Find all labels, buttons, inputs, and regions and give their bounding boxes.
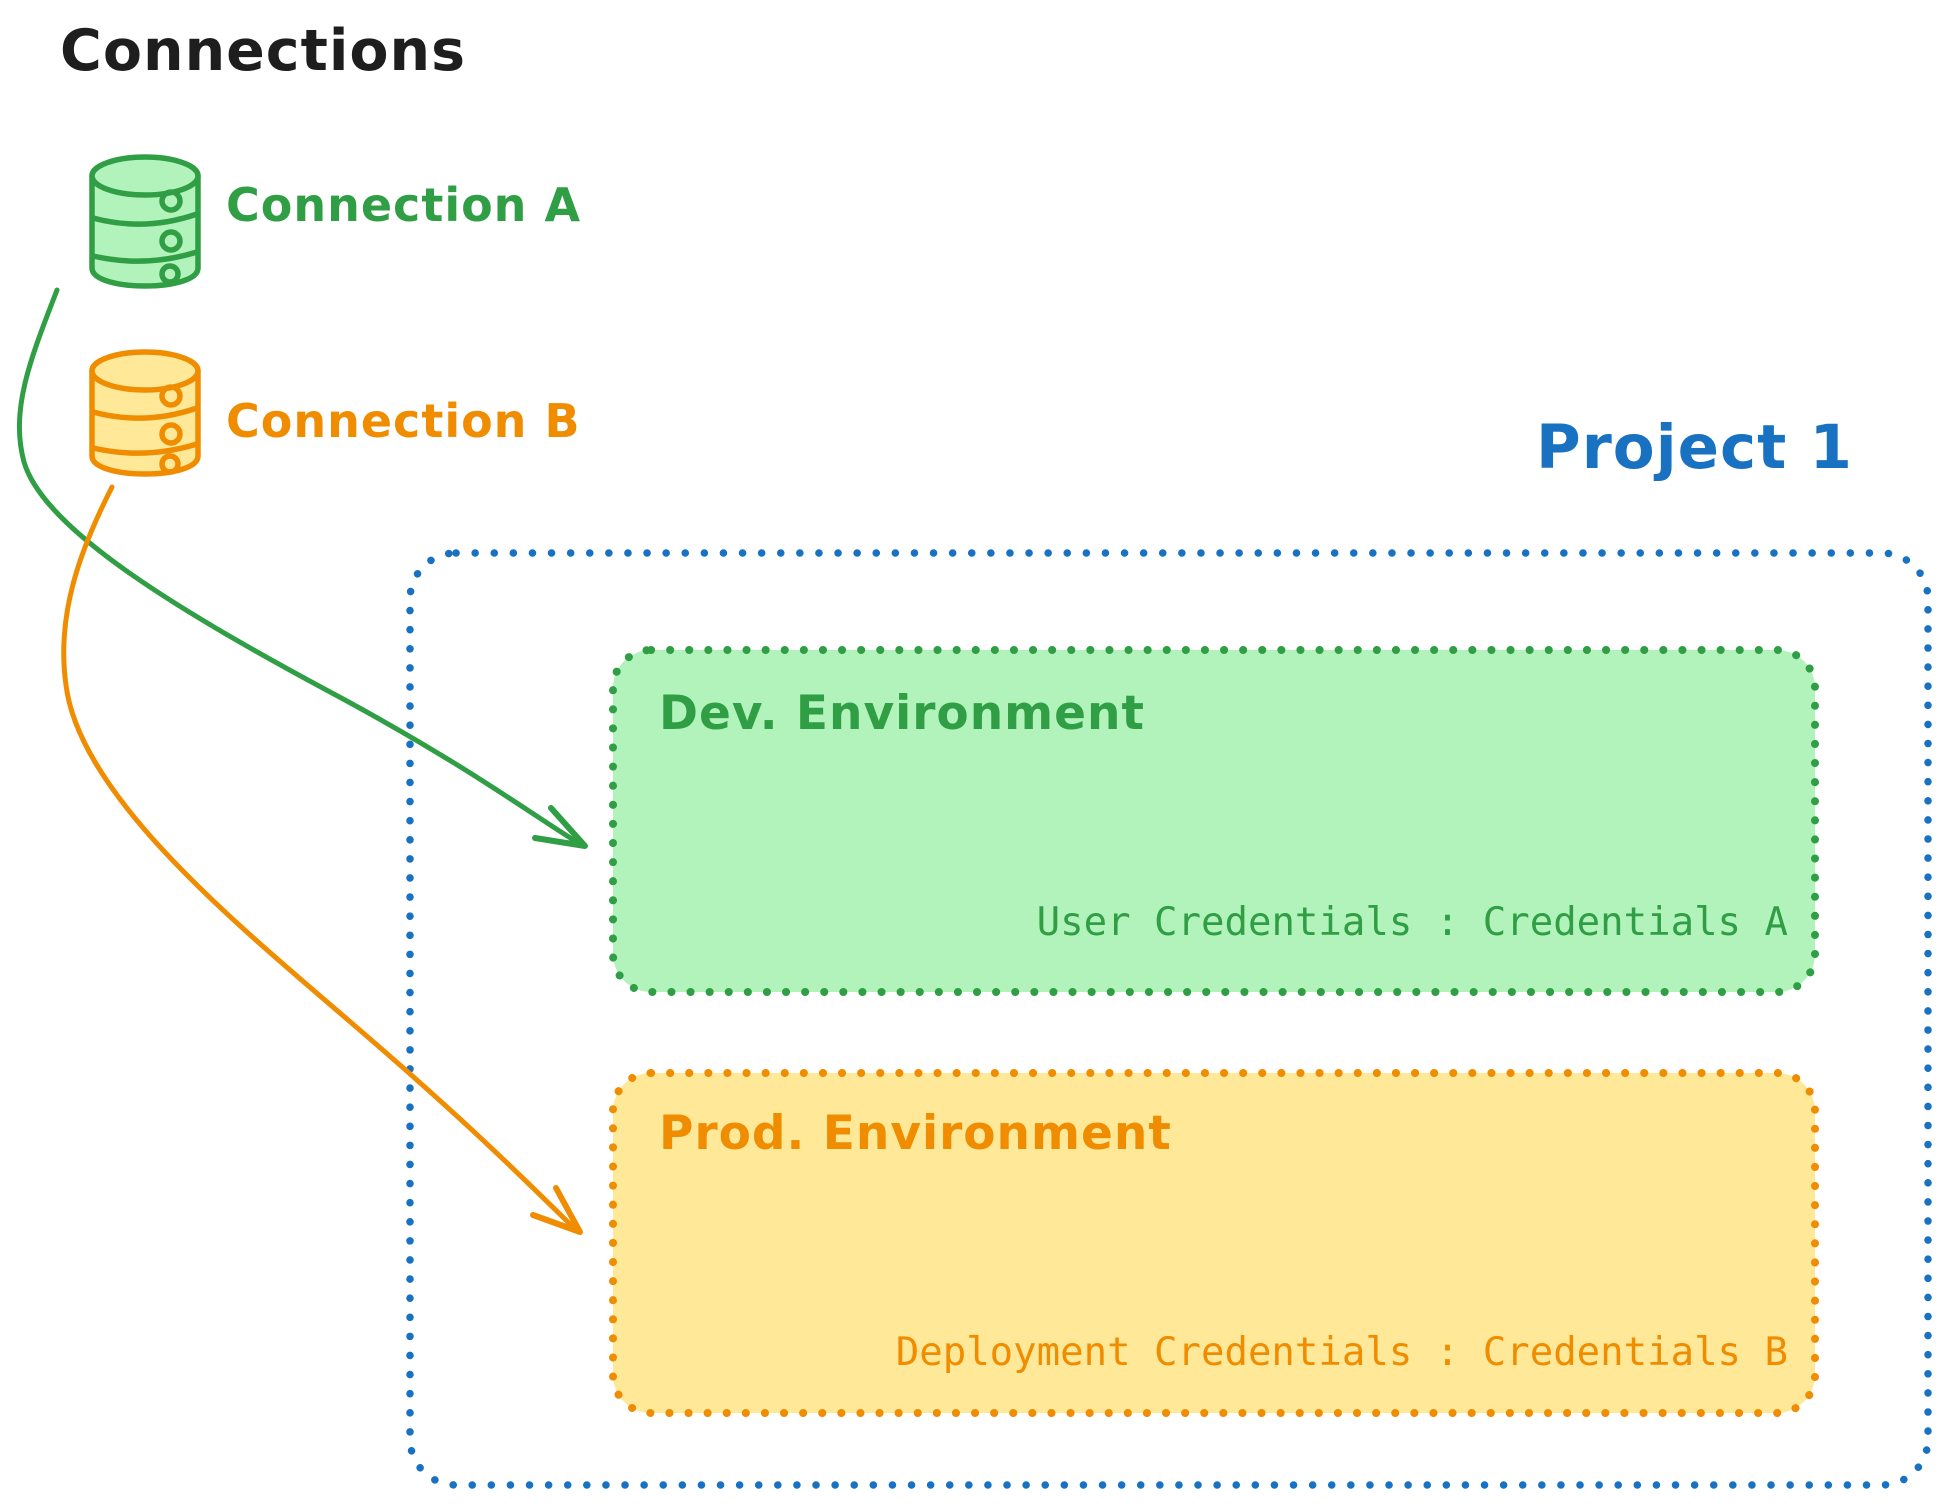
arrow-connection-a-to-dev: [16, 287, 588, 849]
project-1-title: Project 1: [1536, 412, 1853, 483]
connection-b-database-icon: [89, 349, 201, 477]
arrow-connection-b-to-prod: [61, 484, 583, 1235]
connection-b-label: Connection B: [226, 394, 581, 448]
prod-environment-title: Prod. Environment: [659, 1106, 1172, 1161]
dev-credentials-text: User Credentials : Credentials A: [1036, 900, 1788, 945]
dev-environment-title: Dev. Environment: [659, 686, 1145, 741]
connection-a-label: Connection A: [226, 178, 582, 232]
connections-title: Connections: [60, 18, 467, 84]
prod-environment-box: [609, 1069, 1819, 1417]
prod-credentials-text: Deployment Credentials : Credentials B: [895, 1330, 1788, 1375]
connection-a-database-icon: [89, 154, 201, 289]
dev-environment-box: [609, 646, 1819, 996]
